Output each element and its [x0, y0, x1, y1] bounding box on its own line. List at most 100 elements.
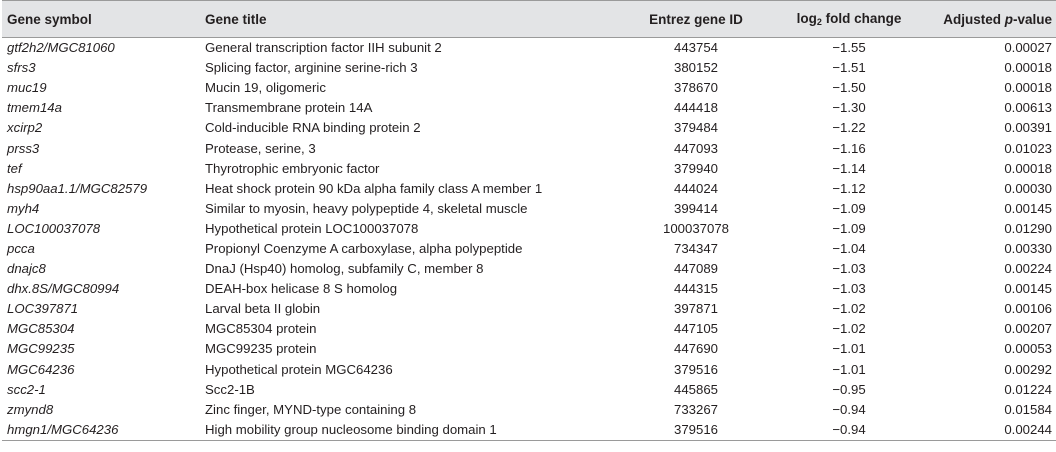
cell-gene-symbol: MGC99235 — [7, 341, 75, 357]
cell-entrez-id: 397871 — [673, 301, 718, 317]
cell-adjusted-pvalue: 0.00018 — [1004, 160, 1052, 176]
cell-fold-change: −1.01 — [832, 361, 866, 377]
cell-fold-change: −1.30 — [832, 100, 866, 116]
cell-fold-change: −1.03 — [832, 281, 866, 297]
table-header: Gene symbol Gene title Entrez gene ID lo… — [2, 0, 1056, 38]
cell-adjusted-pvalue: 0.01584 — [1004, 401, 1052, 417]
header-adjusted-pvalue: Adjusted p-value — [931, 0, 1056, 38]
gene-table: Gene symbol Gene title Entrez gene ID lo… — [2, 0, 1056, 441]
cell-fold-change: −1.01 — [832, 341, 866, 357]
cell-entrez-id: 447105 — [673, 321, 718, 337]
cell-gene-symbol: dhx.8S/MGC80994 — [7, 281, 120, 297]
cell-gene-title: Hypothetical protein LOC100037078 — [205, 220, 419, 236]
cell-gene-symbol: xcirp2 — [7, 120, 43, 136]
cell-fold-change: −1.02 — [832, 301, 866, 317]
cell-gene-title: Scc2-1B — [205, 381, 255, 397]
cell-adjusted-pvalue: 0.00391 — [1004, 120, 1052, 136]
table-row: tef Thyrotrophic embryonic factor 379940 −1… — [2, 159, 1056, 179]
cell-gene-title: Mucin 19, oligomeric — [205, 80, 326, 96]
cell-gene-title: Thyrotrophic embryonic factor — [205, 160, 380, 176]
cell-entrez-id: 447089 — [673, 261, 718, 277]
cell-gene-symbol: hmgn1/MGC64236 — [2, 419, 203, 441]
cell-adjusted-pvalue: 0.01224 — [1004, 381, 1052, 397]
cell-entrez-id: 447093 — [673, 140, 718, 156]
cell-entrez-id: 447690 — [673, 341, 718, 357]
cell-entrez-id: 734347 — [673, 240, 718, 256]
cell-adjusted-pvalue: 0.00106 — [1004, 301, 1052, 317]
cell-gene-title: Transmembrane protein 14A — [205, 100, 373, 116]
cell-entrez-id: 444418 — [673, 100, 718, 116]
header-pvalue-suffix: -value — [1012, 11, 1052, 27]
cell-adjusted-pvalue: 0.00053 — [1004, 341, 1052, 357]
cell-entrez-id: 379516 — [625, 419, 767, 441]
cell-gene-title: Cold-inducible RNA binding protein 2 — [205, 120, 421, 136]
cell-fold-change: −0.94 — [767, 419, 931, 441]
cell-gene-symbol: prss3 — [7, 140, 40, 156]
cell-gene-symbol: hsp90aa1.1/MGC82579 — [7, 180, 148, 196]
cell-adjusted-pvalue: 0.01023 — [1004, 140, 1052, 156]
table-row: tmem14a Transmembrane protein 14A 444418 −1… — [2, 98, 1056, 118]
cell-adjusted-pvalue: 0.00330 — [1004, 240, 1052, 256]
cell-gene-title: Splicing factor, arginine serine-rich 3 — [205, 60, 418, 76]
cell-fold-change: −1.03 — [832, 261, 866, 277]
cell-entrez-id: 100037078 — [662, 220, 729, 236]
cell-adjusted-pvalue: 0.00613 — [1004, 100, 1052, 116]
table-row: MGC99235 MGC99235 protein 447690 −1.01 0.000… — [2, 339, 1056, 359]
cell-fold-change: −1.04 — [832, 240, 866, 256]
cell-adjusted-pvalue: 0.00145 — [1004, 281, 1052, 297]
header-gene-title: Gene title — [203, 0, 625, 38]
cell-entrez-id: 443754 — [673, 40, 718, 56]
cell-gene-title: Hypothetical protein MGC64236 — [205, 361, 393, 377]
table-row: sfrs3 Splicing factor, arginine serine-ri… — [2, 58, 1056, 78]
cell-adjusted-pvalue: 0.00145 — [1004, 200, 1052, 216]
header-gene-symbol: Gene symbol — [2, 0, 203, 38]
table-row: xcirp2 Cold-inducible RNA binding protein… — [2, 118, 1056, 138]
cell-gene-title: Larval beta II globin — [205, 301, 321, 317]
cell-gene-symbol: pcca — [7, 240, 35, 256]
cell-gene-title: General transcription factor IIH subunit… — [205, 40, 442, 56]
cell-gene-symbol: dnajc8 — [7, 261, 46, 277]
header-fold-change-suffix: fold change — [821, 11, 902, 26]
cell-gene-symbol: gtf2h2/MGC81060 — [7, 40, 115, 56]
cell-fold-change: −1.16 — [832, 140, 866, 156]
cell-fold-change: −1.51 — [832, 60, 866, 76]
cell-entrez-id: 399414 — [673, 200, 718, 216]
cell-fold-change: −1.12 — [832, 180, 866, 196]
cell-entrez-id: 379940 — [673, 160, 718, 176]
cell-gene-symbol: MGC64236 — [7, 361, 75, 377]
cell-gene-title: MGC99235 protein — [205, 341, 317, 357]
cell-adjusted-pvalue: 0.00018 — [1004, 80, 1052, 96]
cell-adjusted-pvalue: 0.00244 — [931, 419, 1056, 441]
cell-gene-title: Protease, serine, 3 — [205, 140, 316, 156]
table-row: pcca Propionyl Coenzyme A carboxylase, al… — [2, 239, 1056, 259]
cell-gene-title: Similar to myosin, heavy polypeptide 4, … — [205, 200, 528, 216]
cell-fold-change: −1.09 — [832, 220, 866, 236]
cell-fold-change: −1.55 — [832, 40, 866, 56]
cell-gene-symbol: sfrs3 — [7, 60, 36, 76]
table-row: prss3 Protease, serine, 3 447093 −1.16 0.010… — [2, 138, 1056, 158]
table-row: gtf2h2/MGC81060 General transcription fac… — [2, 38, 1056, 59]
table-body: gtf2h2/MGC81060 General transcription fac… — [2, 38, 1056, 441]
header-fold-change: log2 fold change — [767, 0, 931, 38]
header-entrez-id: Entrez gene ID — [625, 0, 767, 38]
cell-gene-symbol: muc19 — [7, 80, 47, 96]
cell-gene-title: DnaJ (Hsp40) homolog, subfamily C, membe… — [205, 261, 484, 277]
header-row: Gene symbol Gene title Entrez gene ID lo… — [2, 0, 1056, 38]
cell-gene-symbol: tmem14a — [7, 100, 62, 116]
header-fold-change-log: log — [796, 11, 817, 26]
cell-gene-symbol: tef — [7, 160, 22, 176]
cell-gene-title: Propionyl Coenzyme A carboxylase, alpha … — [205, 240, 523, 256]
cell-adjusted-pvalue: 0.00224 — [1004, 261, 1052, 277]
cell-fold-change: −1.22 — [832, 120, 866, 136]
cell-entrez-id: 378670 — [673, 80, 718, 96]
cell-adjusted-pvalue: 0.00207 — [1004, 321, 1052, 337]
cell-entrez-id: 733267 — [673, 401, 718, 417]
cell-fold-change: −1.14 — [832, 160, 866, 176]
cell-fold-change: −1.09 — [832, 200, 866, 216]
